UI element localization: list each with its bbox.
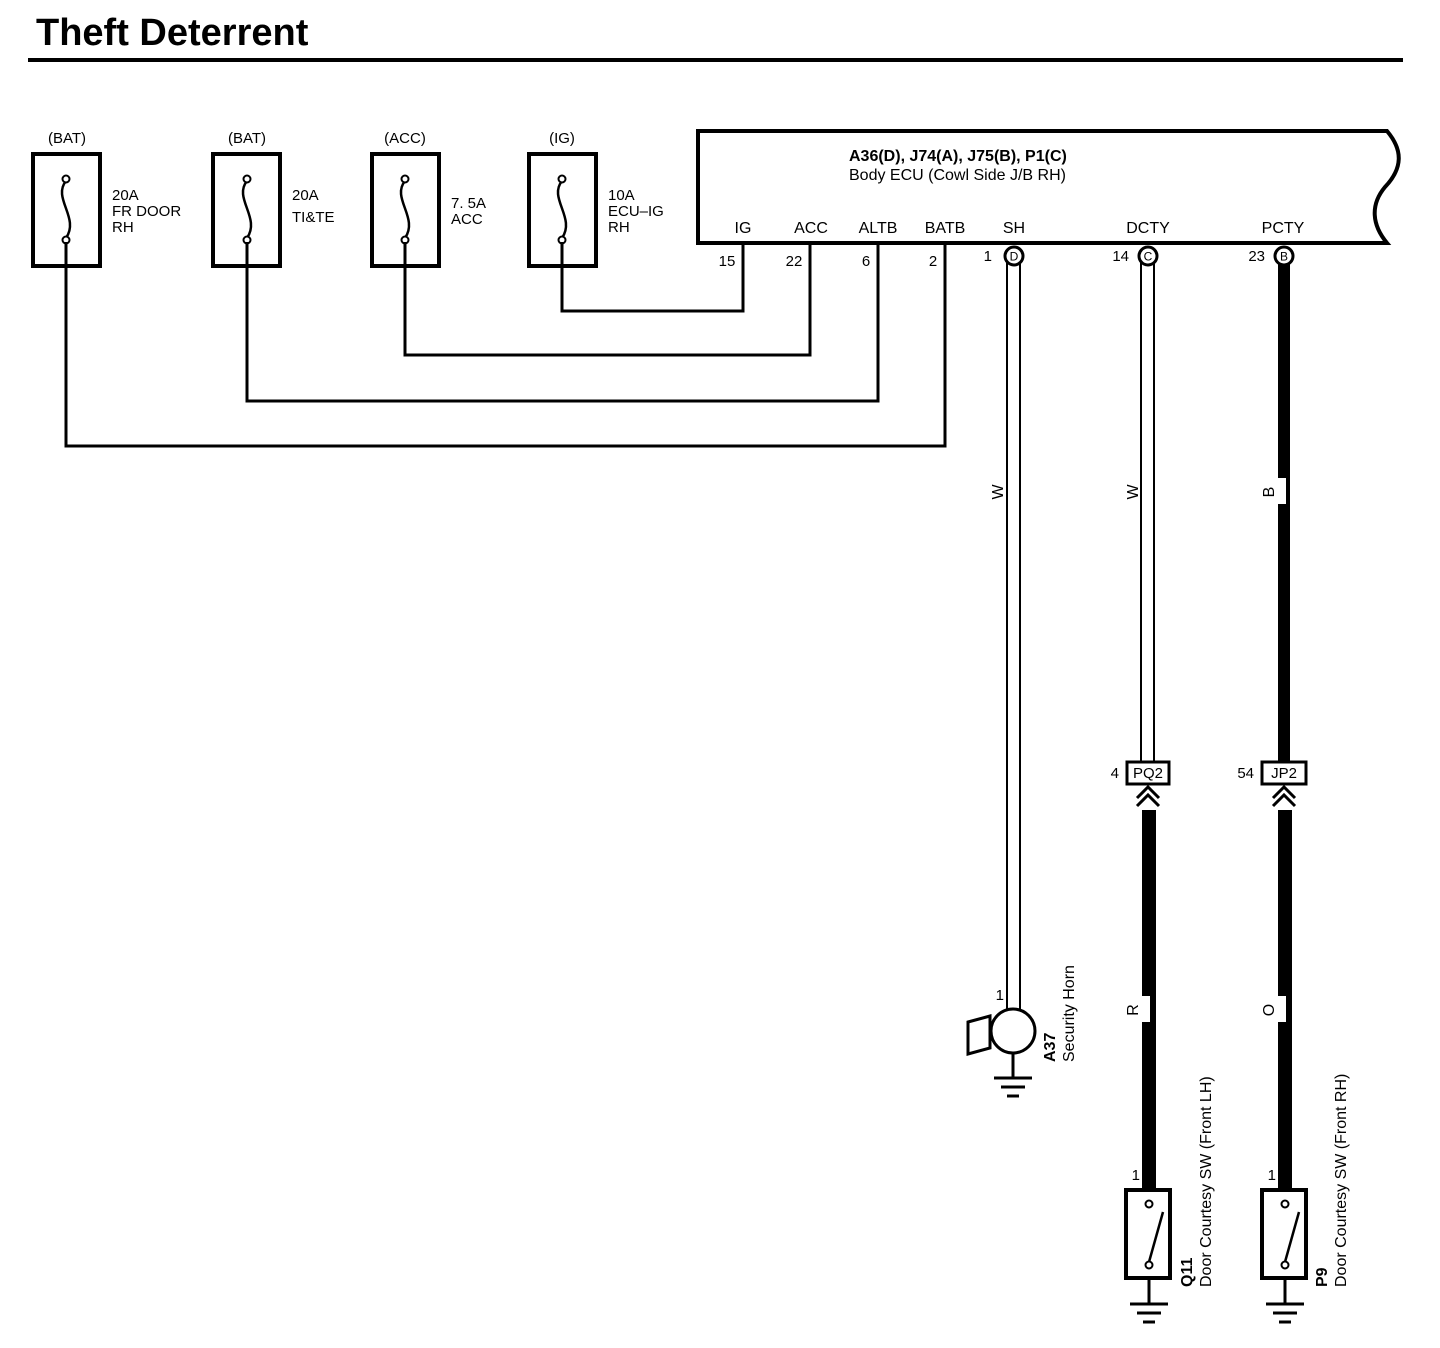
pin-number-pcty: 23: [1248, 248, 1265, 265]
junction-name: JP2: [1271, 765, 1297, 782]
pin-label-acc: ACC: [794, 220, 828, 237]
fuse-source-label: (IG): [549, 130, 575, 147]
fuse-name: ACC: [451, 211, 483, 228]
fuse-rating: 10A: [608, 187, 635, 204]
wire-pcty-upper: [1278, 262, 1290, 762]
pin-label-pcty: PCTY: [1262, 220, 1305, 237]
junction-box: [1125, 760, 1171, 786]
pin-label-ig: IG: [735, 220, 752, 237]
pin-number-ig: 15: [719, 253, 736, 270]
chevron-up-icon: [1271, 784, 1297, 800]
junction-box: [1260, 760, 1308, 786]
junction-pq2: 4 PQ2: [1111, 760, 1171, 808]
fuse-source-label: (BAT): [228, 130, 266, 147]
connector-circle-sh: [1003, 245, 1025, 267]
switch-code: Q11: [1179, 1258, 1196, 1287]
fuse-ti-te: (BAT) 20A TI&TE: [211, 130, 335, 268]
fuse-fr-door-rh: (BAT) 20A FR DOOR RH: [31, 130, 181, 268]
wire-color-sh: W: [990, 484, 1007, 500]
chevron-up-icon: [1135, 792, 1161, 808]
switch-code: P9: [1314, 1267, 1331, 1287]
pin-label-sh: SH: [1003, 220, 1025, 237]
power-wires: [64, 242, 947, 448]
page-title: Theft Deterrent: [36, 12, 309, 54]
pin-number-altb: 6: [862, 253, 870, 270]
junction-name: PQ2: [1133, 765, 1163, 782]
fuse-name: FR DOOR: [112, 203, 181, 220]
horn-name: Security Horn: [1061, 965, 1078, 1062]
switch-contact-icon: [1283, 1211, 1301, 1263]
fuse-rating: 20A: [292, 187, 319, 204]
pin-label-dcty: DCTY: [1126, 220, 1170, 237]
switch-pin: 1: [1132, 1167, 1140, 1184]
wire-color-dcty-upper: W: [1125, 484, 1142, 500]
junction-pin: 54: [1237, 765, 1254, 782]
connector-letter-pcty: B: [1280, 250, 1288, 264]
wire-ig: [560, 242, 745, 313]
horn-body: [989, 1007, 1037, 1055]
horn-code: A37: [1042, 1033, 1059, 1062]
label-gap: [1260, 478, 1286, 504]
fuse-element-icon: [60, 180, 72, 239]
connector-letter-sh: D: [1010, 250, 1019, 264]
chevron-up-icon: [1135, 784, 1161, 800]
door-courtesy-switch-rh: 1 P9 Door Courtesy SW (Front RH): [1260, 1074, 1350, 1324]
pin-number-batb: 2: [929, 253, 937, 270]
fuse-rating: 7. 5A: [451, 195, 486, 212]
body-ecu: A36(D), J74(A), J75(B), P1(C) Body ECU (…: [696, 129, 1401, 245]
wire-dcty-upper: [1140, 261, 1155, 763]
pin-number-sh: 1: [984, 248, 992, 265]
wire-sh: [1006, 261, 1021, 1011]
ecu-name: Body ECU (Cowl Side J/B RH): [849, 167, 1066, 184]
door-courtesy-switch-lh: 1 Q11 Door Courtesy SW (Front LH): [1124, 1076, 1215, 1324]
wire-acc: [403, 242, 812, 357]
wire-batb: [64, 242, 947, 448]
fuse-name: TI&TE: [292, 209, 335, 226]
fuse-source-label: (ACC): [384, 130, 426, 147]
connector-circle-pcty: [1273, 245, 1295, 267]
ground-icon: [1130, 1302, 1168, 1324]
wire-altb: [245, 242, 880, 403]
label-gap: [1124, 996, 1150, 1022]
fuse-ecu-ig-rh: (IG) 10A ECU–IG RH: [527, 130, 664, 268]
ecu-connectors: A36(D), J74(A), J75(B), P1(C): [849, 148, 1067, 165]
connector-letter-dcty: C: [1144, 250, 1153, 264]
fuse-element-icon: [399, 180, 411, 239]
switch-pin: 1: [1268, 1167, 1276, 1184]
title-underline: [28, 58, 1403, 62]
connector-circle-dcty: [1137, 245, 1159, 267]
switch-name: Door Courtesy SW (Front RH): [1333, 1074, 1350, 1287]
fuse-name-2: RH: [608, 219, 630, 236]
switch-contact-icon: [1147, 1211, 1165, 1263]
pin-label-altb: ALTB: [859, 220, 898, 237]
junction-jp2: 54 JP2: [1237, 760, 1308, 808]
horn-icon: [966, 1014, 992, 1056]
wire-color-dcty-lower: R: [1125, 1004, 1142, 1016]
ground-icon: [994, 1076, 1032, 1098]
security-horn: 1 A37 Security Horn: [966, 965, 1078, 1098]
wire-color-pcty-lower: O: [1261, 1004, 1278, 1016]
switch-name: Door Courtesy SW (Front LH): [1198, 1076, 1215, 1287]
chevron-up-icon: [1271, 792, 1297, 808]
pin-number-dcty: 14: [1112, 248, 1129, 265]
fuse-rating: 20A: [112, 187, 139, 204]
fuse-name: ECU–IG: [608, 203, 664, 220]
ecu-box: [696, 129, 1401, 245]
pin-number-acc: 22: [786, 253, 803, 270]
fuse-name-2: RH: [112, 219, 134, 236]
wire-color-pcty-upper: B: [1261, 487, 1278, 498]
horn-pin: 1: [996, 987, 1004, 1004]
label-gap: [1260, 996, 1286, 1022]
fuse-element-icon: [241, 180, 253, 239]
pin-label-batb: BATB: [925, 220, 966, 237]
fuse-acc: (ACC) 7. 5A ACC: [370, 130, 486, 268]
fuse-source-label: (BAT): [48, 130, 86, 147]
fuse-element-icon: [556, 180, 568, 239]
ground-icon: [1266, 1302, 1304, 1324]
junction-pin: 4: [1111, 765, 1119, 782]
